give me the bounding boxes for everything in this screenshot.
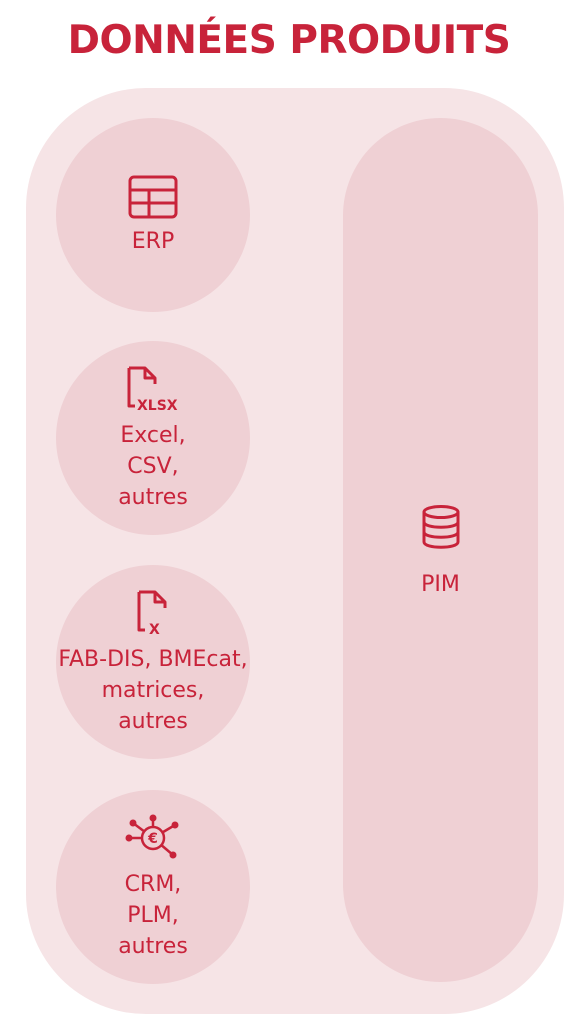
source-label: FAB-DIS, BMEcat, matrices, autres [58, 646, 248, 734]
source-crm-plm: € CRM, PLM, autres [56, 790, 250, 984]
source-label: Excel, CSV, autres [118, 422, 188, 510]
source-erp: ERP [56, 118, 250, 312]
x-file-icon-text: X [149, 622, 160, 638]
source-label: CRM, PLM, autres [118, 871, 188, 959]
xlsx-file-icon: XLSX [127, 366, 178, 414]
pim-target: PIM [343, 118, 538, 982]
table-icon [128, 175, 178, 218]
source-label: ERP [131, 228, 175, 254]
network-euro-icon: € [125, 814, 179, 858]
pim-label: PIM [421, 571, 460, 597]
network-euro-icon-text: € [147, 831, 158, 847]
page-title: DONNÉES PRODUITS [67, 18, 511, 63]
source-fabdis-bmecat: X FAB-DIS, BMEcat, matrices, autres [56, 565, 250, 759]
database-icon [422, 504, 459, 549]
source-excel-csv: XLSX Excel, CSV, autres [56, 341, 250, 535]
xlsx-file-icon-text: XLSX [137, 398, 178, 414]
x-file-icon: X [137, 590, 167, 638]
